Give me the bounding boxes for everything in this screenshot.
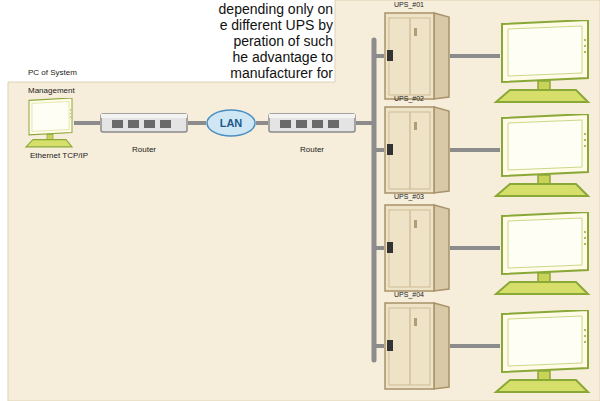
router-box: Router [100,112,188,134]
label-holder: UPS_#02 [394,87,424,105]
paragraph-fragment: manufacturer for [230,65,333,81]
ups-cabinet: UPS_#03 [384,204,450,292]
network-cable [256,123,268,124]
ups-label: UPS_#01 [394,1,424,8]
label-holder: Router [100,138,188,156]
network-cable [188,123,206,124]
ups-label: UPS_#03 [394,193,424,200]
protocol-label: Ethernet TCP/IP [30,151,88,160]
ups-cabinet: UPS_#04 [384,302,450,390]
device-label: Router [300,145,324,154]
paragraph-fragment: he advantage to [233,49,333,65]
network-cable [356,123,384,346]
network-cable [356,56,384,123]
paragraph-fragment: peration of such [233,33,333,49]
label-holder: Router [268,138,356,156]
label-holder: UPS_#01 [394,0,424,11]
network-cable [74,123,100,124]
label-holder: UPS_#03 [394,185,424,203]
pc-label: PC of System Management [28,68,77,95]
network-cable [356,123,384,248]
monitor-icon [496,310,588,392]
label-holder: PC of System Management [28,61,86,97]
monitor-icon [496,212,588,294]
network-label: LAN [220,117,243,129]
monitor-icon [496,114,588,196]
ups-label: UPS_#04 [394,291,424,298]
paragraph-fragment: e different UPS by [220,17,333,33]
pc-monitor: PC of System Management [22,98,74,148]
lan-ellipse: LAN [206,109,256,137]
device-label: Router [132,145,156,154]
ups-cabinet: UPS_#02 [384,106,450,194]
ups-label: UPS_#02 [394,95,424,102]
paragraph-fragment: depending only on [219,1,333,17]
monitor-icon [496,20,588,102]
label-holder: UPS_#04 [394,283,424,301]
router-box: Router [268,112,356,134]
ups-cabinet: UPS_#01 [384,12,450,100]
network-cable [356,123,384,150]
label-holder: LAN [206,109,256,137]
